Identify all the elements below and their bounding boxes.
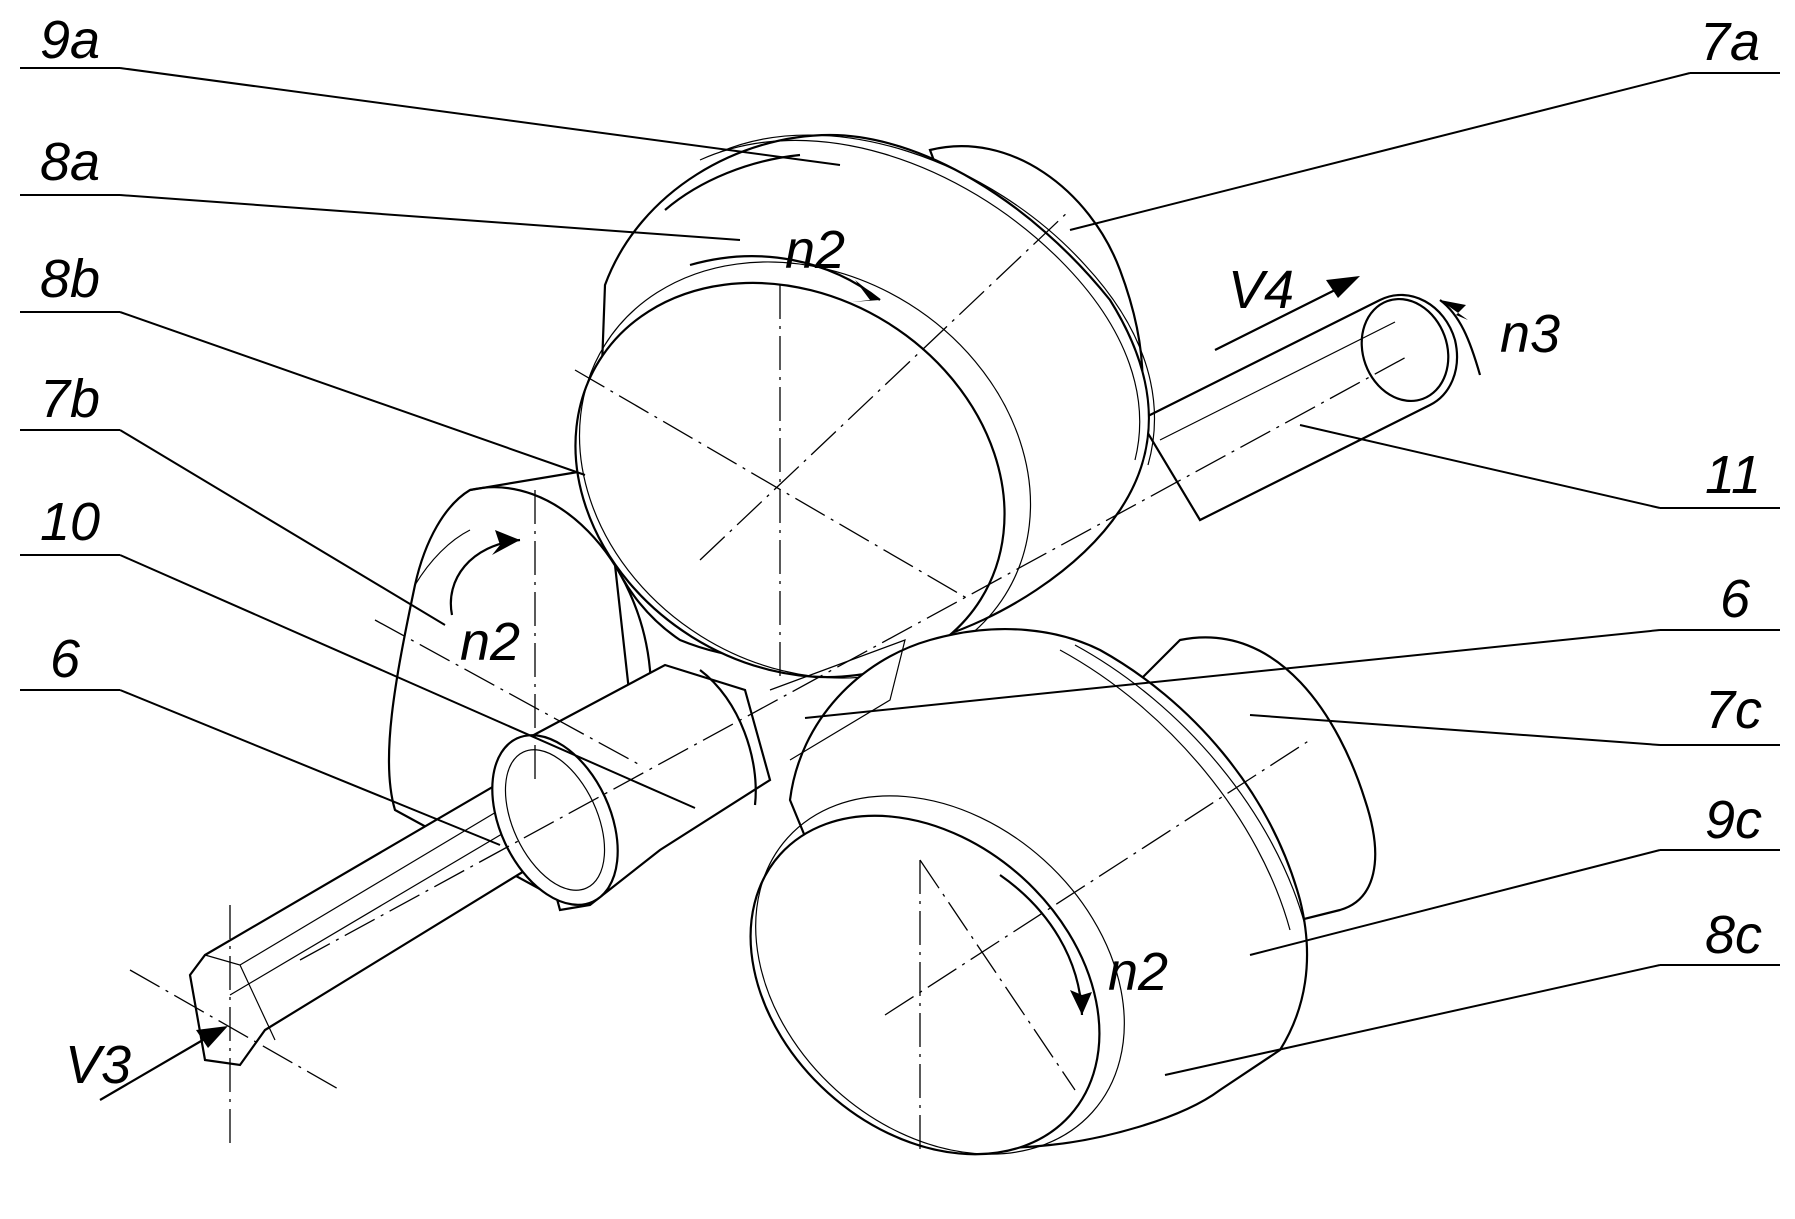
- label-v4: V4: [1228, 260, 1294, 320]
- label-v3: V3: [65, 1035, 131, 1095]
- label-n3: n3: [1500, 304, 1560, 364]
- tube-10: [491, 639, 906, 912]
- label-7b: 7b: [40, 369, 100, 429]
- leader-lines: [20, 67, 1780, 1076]
- label-7c: 7c: [1705, 680, 1762, 740]
- label-7a: 7a: [1700, 12, 1760, 72]
- label-6-left: 6: [50, 629, 81, 689]
- label-9a: 9a: [40, 10, 100, 70]
- rotation-arrows: [99, 255, 1482, 1101]
- label-6-right: 6: [1720, 569, 1751, 629]
- label-n2-left: n2: [460, 612, 520, 672]
- center-axes: [129, 209, 1411, 1155]
- arrow-head: [492, 530, 520, 555]
- label-8c: 8c: [1705, 905, 1762, 965]
- label-n2-bottom: n2: [1108, 942, 1168, 1002]
- label-11: 11: [1705, 445, 1761, 505]
- roll-8c-9c: [749, 628, 1309, 1156]
- arrow-head: [852, 280, 880, 302]
- reference-labels: 9a 8a 8b 7b 10 6 7a 11 6 7c 9c 8c n2 n2 …: [40, 10, 1762, 1095]
- label-8b: 8b: [40, 249, 100, 309]
- label-n2-top: n2: [785, 220, 845, 280]
- arrow-head: [1440, 300, 1468, 320]
- label-9c: 9c: [1705, 790, 1762, 850]
- arrow-head: [196, 1026, 228, 1048]
- arrow-head: [1326, 276, 1360, 298]
- mandrel-bar-11: [1138, 294, 1459, 522]
- label-8a: 8a: [40, 132, 100, 192]
- label-10: 10: [40, 492, 100, 552]
- arrow-head: [1070, 990, 1092, 1015]
